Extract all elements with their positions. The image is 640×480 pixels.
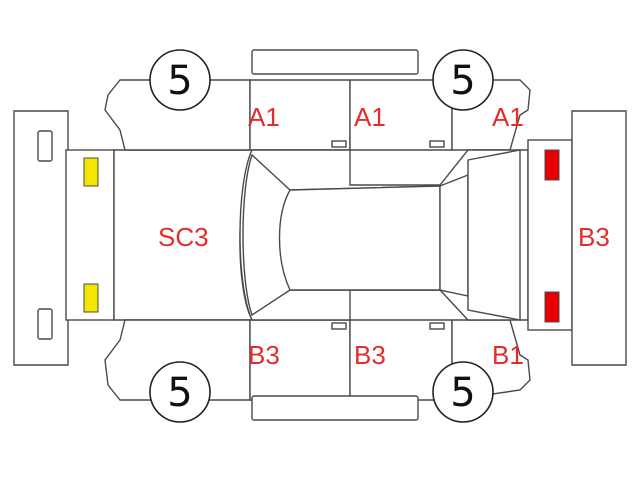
code-front-door-bottom: B3 — [354, 340, 386, 370]
tyre-rear-left-value: 5 — [167, 370, 192, 416]
marker-rear-top — [544, 149, 560, 181]
upper-side-panels — [104, 49, 531, 151]
code-front-fender-bottom: B3 — [248, 340, 280, 370]
marker-front-top — [83, 157, 99, 187]
rear-bumper — [571, 110, 627, 366]
lower-side-panels — [104, 319, 531, 421]
marker-front-bottom — [83, 283, 99, 313]
code-rear-panel: B3 — [578, 222, 610, 252]
tyre-front-left: 5 — [149, 49, 211, 111]
tyre-rear-right-value: 5 — [450, 370, 475, 416]
tyre-front-left-value: 5 — [167, 58, 192, 104]
tyre-front-right: 5 — [432, 49, 494, 111]
tyre-rear-left: 5 — [149, 361, 211, 423]
damage-codes: A1 A1 A1 SC3 B3 B3 B1 B3 — [158, 102, 610, 370]
cabin-roof — [239, 149, 529, 321]
code-rear-fender-top: A1 — [492, 102, 524, 132]
front-grille-panel — [65, 149, 115, 321]
code-hood: SC3 — [158, 222, 209, 252]
code-rear-fender-bottom: B1 — [492, 340, 524, 370]
code-front-fender-top: A1 — [248, 102, 280, 132]
rear-panel — [527, 139, 573, 331]
tyre-rear-right: 5 — [432, 361, 494, 423]
front-bumper — [13, 110, 69, 366]
tyre-front-right-value: 5 — [450, 58, 475, 104]
marker-rear-bottom — [544, 291, 560, 323]
code-front-door-top: A1 — [354, 102, 386, 132]
